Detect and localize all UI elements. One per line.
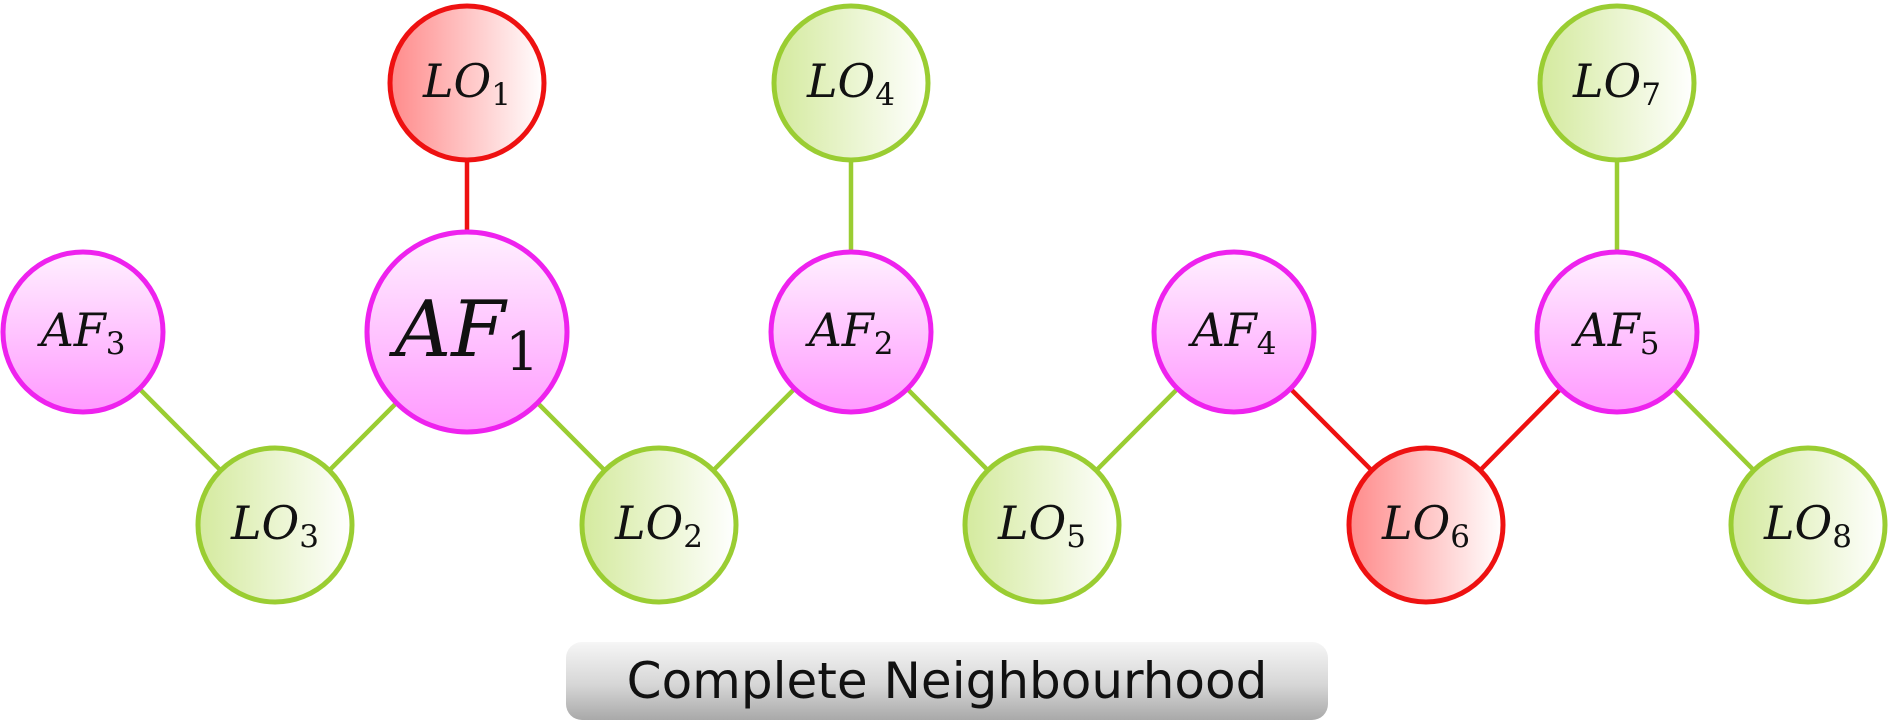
node-label-base: LO bbox=[422, 54, 491, 108]
node-circle-lo7 bbox=[1537, 3, 1697, 163]
node-af1: AF1 bbox=[364, 229, 570, 435]
node-label-base: AF bbox=[1188, 303, 1259, 357]
node-lo3: LO3 bbox=[195, 445, 355, 605]
node-label-lo4: LO4 bbox=[806, 54, 895, 113]
node-circle-af2 bbox=[768, 249, 934, 415]
node-af4: AF4 bbox=[1151, 249, 1317, 415]
node-lo6: LO6 bbox=[1346, 445, 1506, 605]
node-label-af1: AF1 bbox=[389, 285, 539, 383]
node-label-lo6: LO6 bbox=[1381, 496, 1470, 555]
node-circle-lo6 bbox=[1346, 445, 1506, 605]
node-label-subscript: 2 bbox=[874, 326, 894, 362]
node-label-af4: AF4 bbox=[1188, 303, 1277, 362]
node-label-base: LO bbox=[1381, 496, 1450, 550]
node-label-subscript: 8 bbox=[1832, 519, 1852, 555]
node-label-subscript: 2 bbox=[683, 519, 703, 555]
node-label-base: LO bbox=[614, 496, 683, 550]
node-label-base: LO bbox=[230, 496, 299, 550]
node-label-base: AF bbox=[389, 285, 508, 375]
node-af3: AF3 bbox=[0, 249, 166, 415]
node-label-subscript: 3 bbox=[106, 326, 126, 362]
node-label-subscript: 4 bbox=[875, 77, 895, 113]
node-label-base: AF bbox=[37, 303, 108, 357]
node-label-base: AF bbox=[1571, 303, 1642, 357]
node-label-lo5: LO5 bbox=[997, 496, 1086, 555]
node-label-subscript: 3 bbox=[299, 519, 319, 555]
node-lo2: LO2 bbox=[579, 445, 739, 605]
node-label-base: AF bbox=[805, 303, 876, 357]
node-label-subscript: 4 bbox=[1257, 326, 1277, 362]
node-label-lo7: LO7 bbox=[1572, 54, 1661, 113]
node-label-af3: AF3 bbox=[37, 303, 126, 362]
node-af5: AF5 bbox=[1534, 249, 1700, 415]
node-label-lo3: LO3 bbox=[230, 496, 319, 555]
node-label-lo2: LO2 bbox=[614, 496, 703, 555]
node-label-base: LO bbox=[1763, 496, 1832, 550]
node-lo4: LO4 bbox=[771, 3, 931, 163]
node-label-base: LO bbox=[997, 496, 1066, 550]
node-label-base: LO bbox=[1572, 54, 1641, 108]
node-label-lo8: LO8 bbox=[1763, 496, 1852, 555]
node-label-base: LO bbox=[806, 54, 875, 108]
node-lo8: LO8 bbox=[1728, 445, 1888, 605]
node-lo7: LO7 bbox=[1537, 3, 1697, 163]
node-lo5: LO5 bbox=[962, 445, 1122, 605]
node-circle-lo5 bbox=[962, 445, 1122, 605]
node-label-subscript: 7 bbox=[1641, 77, 1661, 113]
node-lo1: LO1 bbox=[387, 3, 547, 163]
node-circle-lo1 bbox=[387, 3, 547, 163]
node-label-lo1: LO1 bbox=[422, 54, 511, 113]
caption-box: Complete Neighbourhood bbox=[566, 642, 1328, 720]
node-label-subscript: 6 bbox=[1450, 519, 1470, 555]
node-label-af2: AF2 bbox=[805, 303, 894, 362]
node-circle-lo4 bbox=[771, 3, 931, 163]
node-label-subscript: 1 bbox=[491, 77, 511, 113]
caption-text: Complete Neighbourhood bbox=[626, 652, 1268, 710]
node-label-subscript: 5 bbox=[1640, 326, 1660, 362]
node-circle-lo3 bbox=[195, 445, 355, 605]
node-circle-af1 bbox=[364, 229, 570, 435]
node-label-af5: AF5 bbox=[1571, 303, 1660, 362]
node-af2: AF2 bbox=[768, 249, 934, 415]
node-label-subscript: 5 bbox=[1066, 519, 1086, 555]
node-circle-af5 bbox=[1534, 249, 1700, 415]
node-label-subscript: 1 bbox=[505, 322, 539, 383]
node-circle-af3 bbox=[0, 249, 166, 415]
node-circle-lo8 bbox=[1728, 445, 1888, 605]
node-circle-af4 bbox=[1151, 249, 1317, 415]
node-circle-lo2 bbox=[579, 445, 739, 605]
